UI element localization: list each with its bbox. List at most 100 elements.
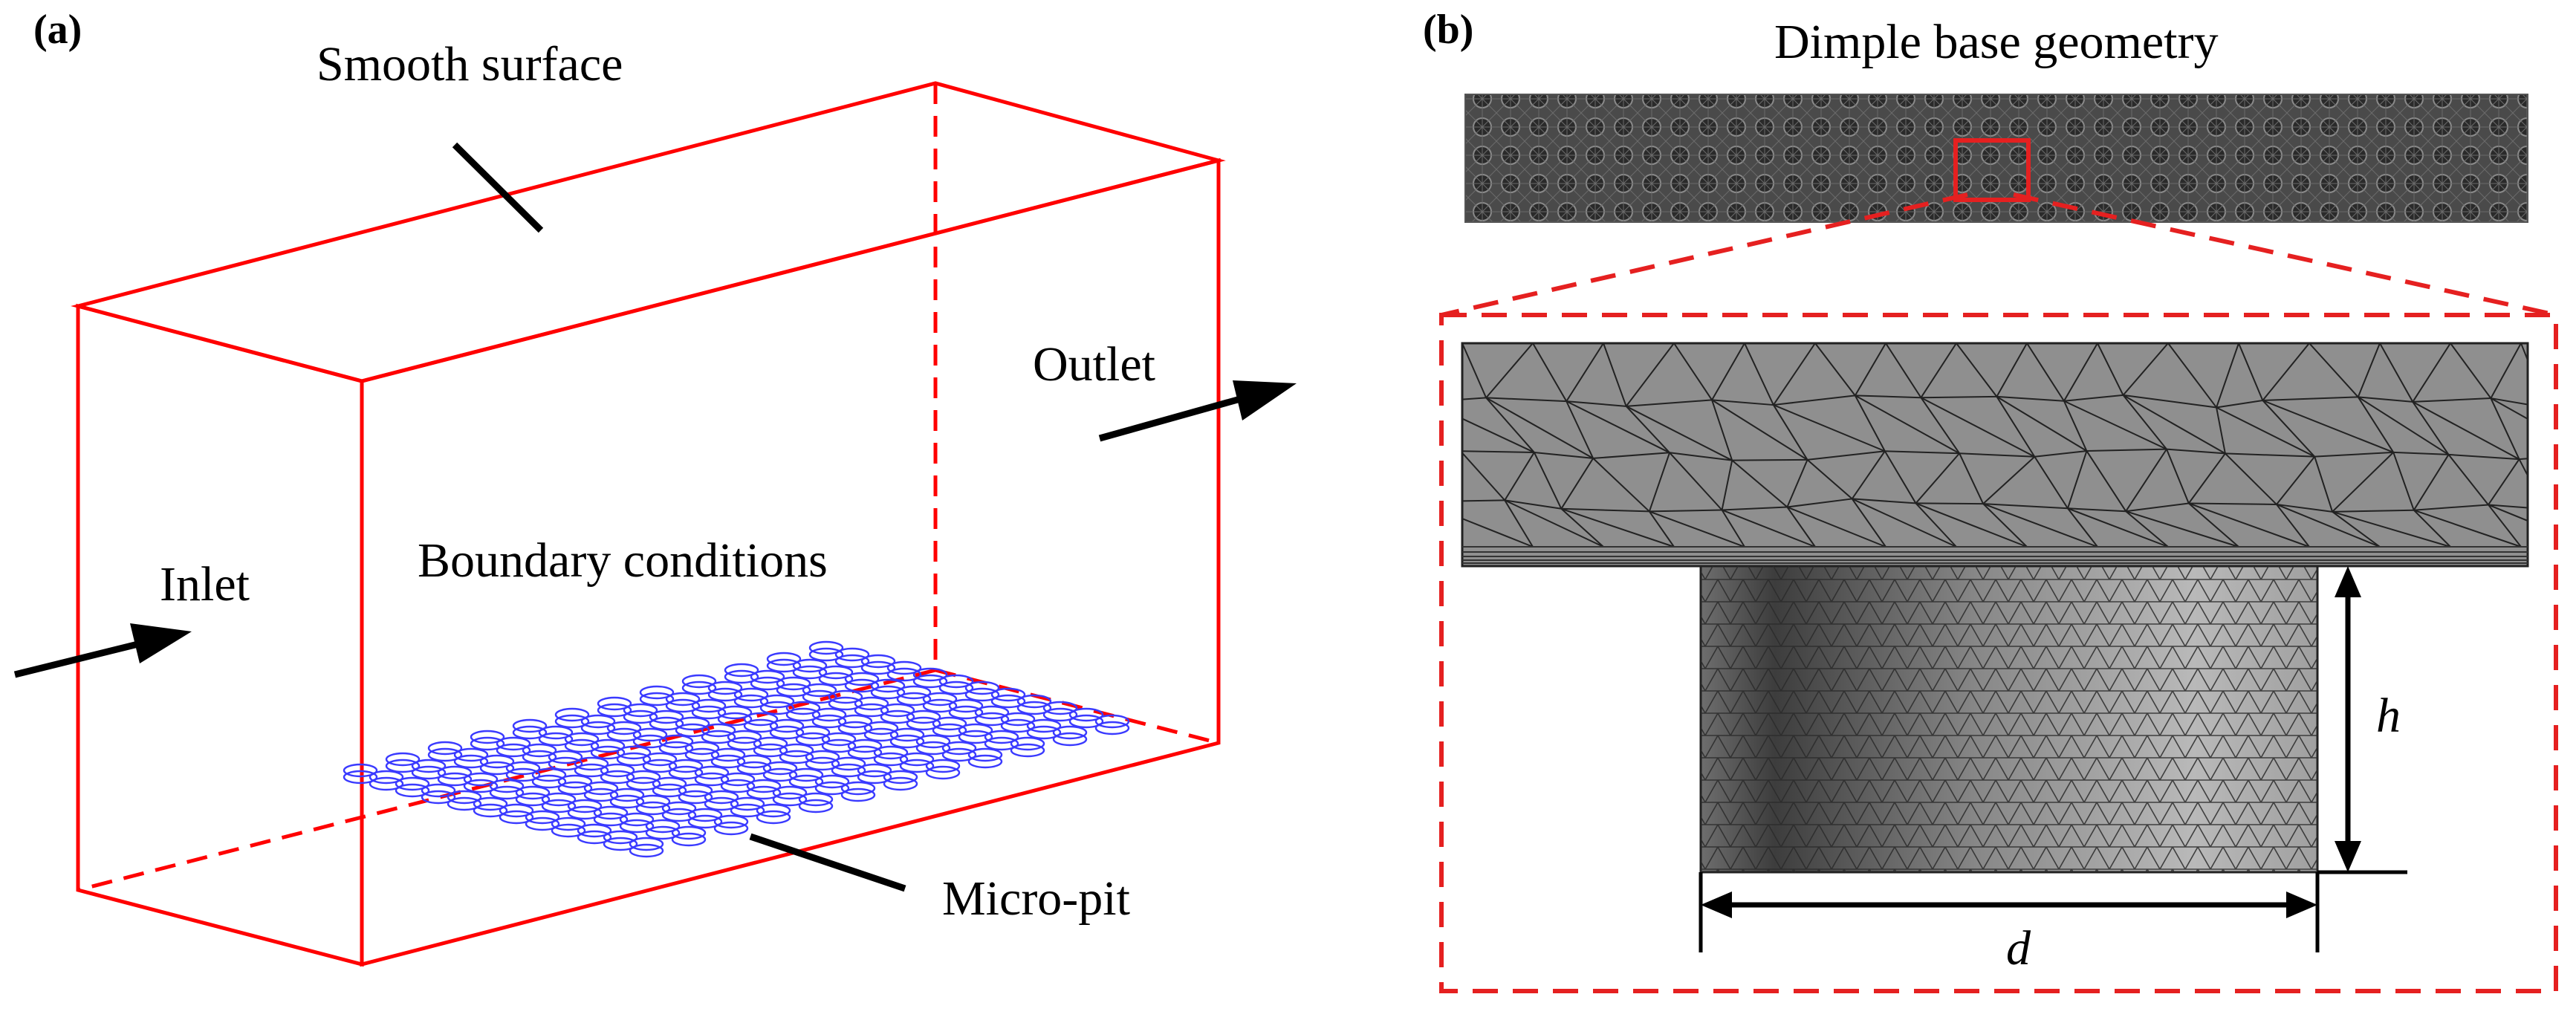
micro-pit xyxy=(1068,707,1104,722)
micro-pit-bottom xyxy=(619,819,655,834)
micro-pit xyxy=(837,714,873,729)
micro-pit-bottom xyxy=(1052,732,1088,747)
micro-pit xyxy=(889,727,925,742)
mesh-edge xyxy=(1920,397,1960,454)
micro-pit xyxy=(906,709,941,724)
mesh-edge xyxy=(2216,343,2239,408)
mesh-edge xyxy=(2490,397,2520,460)
micro-pit xyxy=(479,754,515,769)
micro-pit-bottom xyxy=(811,714,847,729)
mesh-edge xyxy=(1560,458,1594,510)
micro-pit xyxy=(922,692,958,707)
panel-b-title: Dimple base geometry xyxy=(1774,15,2218,69)
dimple-cylinder xyxy=(1699,565,2319,874)
mesh-edge xyxy=(2123,394,2226,455)
mesh-edge xyxy=(1982,503,2098,548)
mesh-edge xyxy=(2488,458,2520,506)
mesh-edge xyxy=(1485,397,1594,459)
micro-pit xyxy=(717,705,753,720)
mesh-edge xyxy=(2490,397,2528,420)
micro-pit-bottom xyxy=(802,689,837,704)
mesh-edge xyxy=(1884,450,1917,504)
micro-pit xyxy=(499,803,534,818)
micro-pit-bottom xyxy=(473,803,508,818)
mesh-edge xyxy=(1773,394,1855,406)
mesh-edge xyxy=(1806,459,1853,500)
mesh-edge xyxy=(1744,343,1774,406)
micro-pit-bottom xyxy=(645,825,681,840)
mesh-edge xyxy=(1852,498,1916,504)
mesh-edge xyxy=(2490,343,2522,399)
micro-pit-bottom xyxy=(567,805,603,820)
mesh-edge xyxy=(1884,450,1960,455)
micro-pit xyxy=(805,750,840,764)
mesh-edge xyxy=(1732,458,1808,461)
micro-pit-bottom xyxy=(756,810,791,825)
micro-pit xyxy=(609,787,645,802)
micro-pit xyxy=(557,774,593,789)
micro-pit xyxy=(567,799,603,813)
micro-pit xyxy=(840,781,876,796)
fluid-mesh-block xyxy=(1461,342,2529,568)
micro-pit-bottom xyxy=(710,754,746,769)
mesh-edge xyxy=(2488,504,2528,522)
micro-pit-bottom xyxy=(837,721,873,735)
mesh-edge xyxy=(2066,450,2088,509)
mesh-edge xyxy=(1721,460,1733,510)
micro-pit-bottom xyxy=(766,658,802,673)
inlet-label: Inlet xyxy=(160,557,250,611)
micro-pit-bottom xyxy=(798,799,834,813)
micro-pit xyxy=(694,765,730,780)
mesh-edge xyxy=(1673,343,1713,400)
micro-pit xyxy=(736,754,772,769)
mesh-edge xyxy=(2518,458,2528,478)
micro-pit-bottom xyxy=(668,765,704,780)
micro-pit xyxy=(925,759,961,773)
micro-pit-bottom xyxy=(847,745,883,760)
micro-pit-bottom xyxy=(713,821,749,836)
micro-pit-bottom xyxy=(538,732,574,747)
micro-pit-bottom xyxy=(792,665,828,680)
micro-pit-bottom xyxy=(854,703,889,718)
micro-pit-bottom xyxy=(499,810,534,825)
micro-pit-bottom xyxy=(665,698,701,713)
smooth-surface-label: Smooth surface xyxy=(317,37,623,91)
micro-pit-bottom xyxy=(912,674,948,689)
mesh-edge xyxy=(1560,508,1604,548)
micro-pit-bottom xyxy=(788,774,824,789)
micro-pit xyxy=(635,794,671,809)
smooth-surface-leader-line xyxy=(452,142,544,233)
micro-pit xyxy=(863,721,899,735)
micro-pit xyxy=(795,725,831,740)
micro-pit xyxy=(847,738,883,753)
panel-a: (a) Smo xyxy=(13,7,1297,967)
micro-pit xyxy=(1094,714,1130,729)
micro-pit-bottom xyxy=(616,752,652,767)
micro-pit xyxy=(821,732,857,747)
micro-pit-bottom xyxy=(623,709,658,724)
mesh-edge xyxy=(1959,452,2035,458)
micro-pit-bottom xyxy=(691,705,727,720)
micro-pit xyxy=(564,732,600,747)
micro-pit-bottom xyxy=(606,727,642,742)
mesh-edge xyxy=(2125,449,2167,512)
mesh-edge xyxy=(1920,343,1957,398)
micro-pit-bottom xyxy=(733,694,769,709)
mesh-edge xyxy=(2413,397,2491,403)
micro-pit-bottom xyxy=(577,830,612,845)
micro-pit-bottom xyxy=(470,736,505,751)
micro-pit-bottom xyxy=(1016,701,1052,715)
mesh-edge xyxy=(1786,506,1816,548)
mesh-edge xyxy=(2413,509,2451,548)
mesh-edge xyxy=(2216,407,2226,454)
mesh-edge xyxy=(2167,343,2217,409)
micro-pit-bottom xyxy=(863,727,899,742)
mesh-edge xyxy=(1711,399,1808,461)
mesh-edge xyxy=(1855,394,1960,455)
mesh-edge xyxy=(2413,454,2450,511)
mesh-edge xyxy=(2166,449,2190,504)
micro-pit-bottom xyxy=(805,756,840,771)
mesh-edge xyxy=(2067,507,2126,513)
micro-pit-bottom xyxy=(896,692,932,707)
micro-pit-bottom xyxy=(948,705,984,720)
